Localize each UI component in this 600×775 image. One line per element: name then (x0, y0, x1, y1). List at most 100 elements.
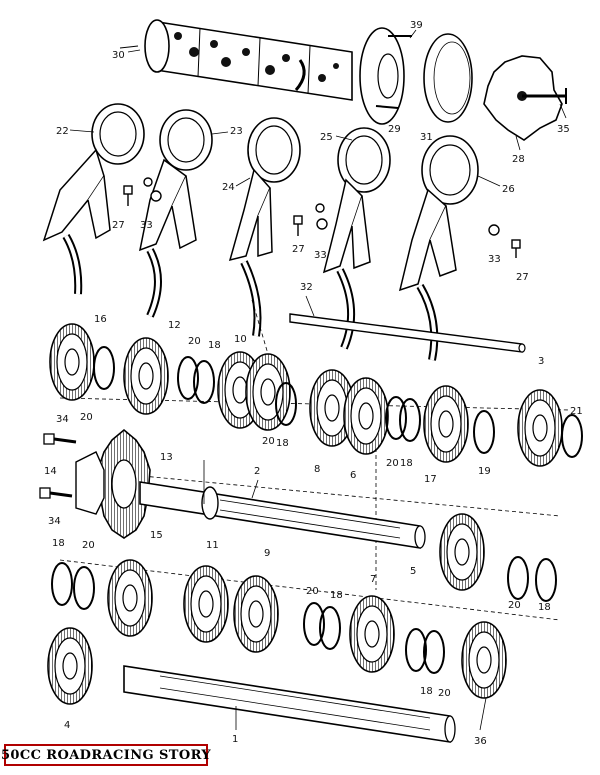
callout-32: 32 (300, 282, 313, 293)
callout-34-a: 34 (56, 414, 69, 425)
callout-33-a: 33 (140, 220, 153, 231)
gear-9 (233, 575, 279, 653)
callout-18-f: 18 (330, 590, 343, 601)
caption-text: 50CC ROADRACING STORY (0, 747, 212, 763)
circlip-20-h (423, 630, 445, 674)
gear-4 (47, 627, 93, 705)
callout-20-g: 20 (306, 586, 319, 597)
callout-20-e: 20 (508, 600, 521, 611)
callout-20-c: 20 (262, 436, 275, 447)
fork-shaft (289, 313, 526, 353)
callout-3: 3 (538, 356, 544, 367)
callout-18-a: 18 (208, 340, 221, 351)
gear-10-b (245, 353, 291, 431)
shift-fork-26 (398, 135, 479, 361)
gear-36 (461, 621, 507, 699)
callout-1: 1 (232, 734, 238, 745)
gear-6 (343, 377, 389, 455)
callout-30: 30 (112, 50, 125, 61)
callout-20-f: 20 (82, 540, 95, 551)
callout-21: 21 (570, 406, 583, 417)
shaft-1 (123, 665, 456, 743)
gear-12 (123, 337, 169, 415)
callout-20-h: 20 (438, 688, 451, 699)
callout-27-a: 27 (112, 220, 125, 231)
callout-18-d: 18 (538, 602, 551, 613)
callout-12: 12 (168, 320, 181, 331)
callout-20-d: 20 (386, 458, 399, 469)
callout-5: 5 (410, 566, 416, 577)
gear-11 (183, 565, 229, 643)
callout-numbers: 30 39 29 31 35 28 22 23 25 24 26 27 33 2… (44, 20, 583, 747)
gear-5 (439, 513, 485, 591)
callout-19: 19 (478, 466, 491, 477)
circlip-19 (473, 410, 495, 454)
callout-17: 17 (424, 474, 437, 485)
callout-9: 9 (264, 548, 270, 559)
callout-18-g: 18 (420, 686, 433, 697)
callout-2: 2 (254, 466, 260, 477)
callout-29: 29 (388, 124, 401, 135)
sprocket-13 (97, 428, 151, 539)
star-wheel (483, 55, 567, 141)
callout-25: 25 (320, 132, 333, 143)
callout-27-c: 27 (516, 272, 529, 283)
callout-26: 26 (502, 184, 515, 195)
bolt-34-b (39, 487, 73, 499)
callout-33-c: 33 (488, 254, 501, 265)
circlip-20-f (73, 566, 95, 610)
circlip-20-a (93, 346, 115, 390)
callout-31: 31 (420, 132, 433, 143)
callout-4: 4 (64, 720, 70, 731)
caption-box: 50CC ROADRACING STORY (0, 744, 212, 766)
callout-10: 10 (234, 334, 247, 345)
shaft-2 (139, 481, 426, 549)
gear-17 (423, 385, 469, 463)
callout-18-e: 18 (52, 538, 65, 549)
gear-15 (107, 559, 153, 637)
circlip-21 (561, 414, 583, 458)
callout-15: 15 (150, 530, 163, 541)
callout-20-a: 20 (188, 336, 201, 347)
callout-14: 14 (44, 466, 57, 477)
callout-34-b: 34 (48, 516, 61, 527)
callout-22: 22 (56, 126, 69, 137)
gear-3 (517, 389, 563, 467)
callout-8: 8 (314, 464, 320, 475)
callout-18-b: 18 (276, 438, 289, 449)
callout-39: 39 (410, 20, 423, 31)
callout-33-b: 33 (314, 250, 327, 261)
gear-7 (349, 595, 395, 673)
callout-20-b: 20 (80, 412, 93, 423)
callout-23: 23 (230, 126, 243, 137)
callout-13: 13 (160, 452, 173, 463)
callout-35: 35 (557, 124, 570, 135)
thrust-washer-18-g (405, 628, 427, 672)
shift-drum (119, 19, 353, 101)
shift-fork-22 (42, 103, 145, 295)
drum-end-plate (359, 27, 412, 125)
leader-lines (69, 29, 567, 731)
callout-28: 28 (512, 154, 525, 165)
callout-36: 36 (474, 736, 487, 747)
callout-27-b: 27 (292, 244, 305, 255)
callout-24: 24 (222, 182, 235, 193)
thrust-washer-18-c (399, 398, 421, 442)
fork-bolts (123, 177, 521, 258)
lock-plate-14 (75, 451, 105, 515)
thrust-washer-18-d (535, 558, 557, 602)
shift-fork-24 (228, 117, 301, 337)
thrust-washer-18-e (51, 562, 73, 606)
shift-fork-23 (138, 109, 213, 318)
bolt-34-a (43, 433, 77, 445)
gear-16 (49, 323, 95, 401)
callout-16: 16 (94, 314, 107, 325)
callout-18-c: 18 (400, 458, 413, 469)
drum-cam-plate (423, 33, 473, 123)
shift-fork-25 (322, 127, 391, 350)
callout-6: 6 (350, 470, 356, 481)
callout-11: 11 (206, 540, 219, 551)
circlip-20-e (507, 556, 529, 600)
callout-7: 7 (370, 574, 376, 585)
